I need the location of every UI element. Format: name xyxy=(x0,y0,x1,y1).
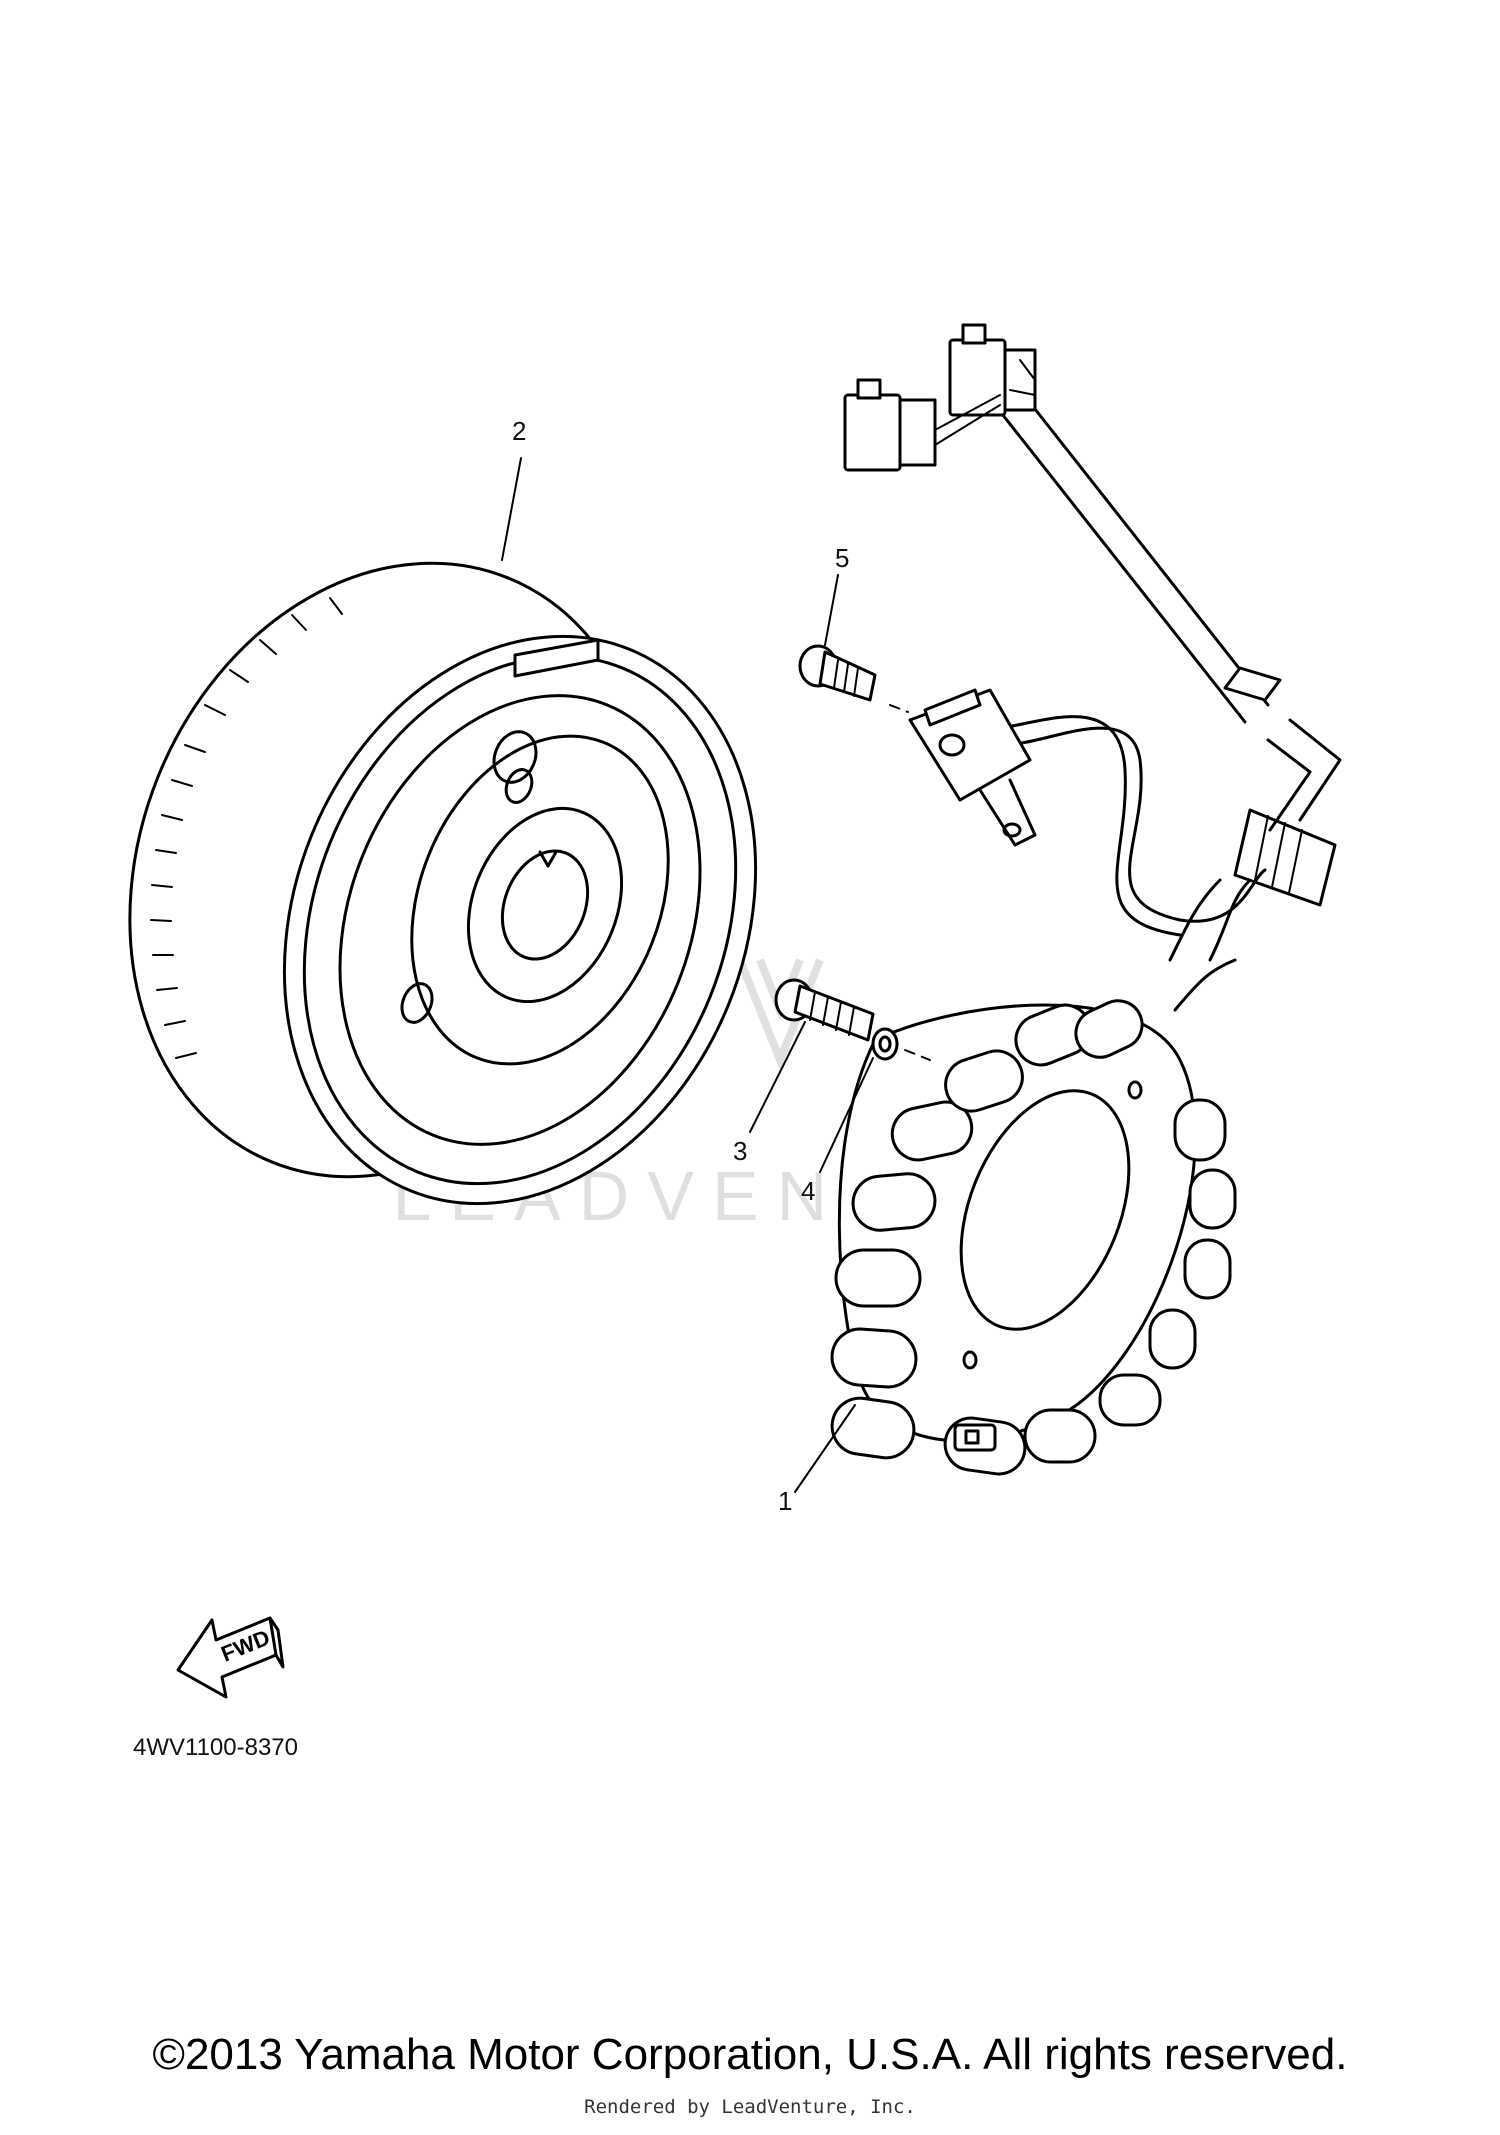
washer-part-4[interactable] xyxy=(871,1027,931,1061)
flywheel-rotor[interactable] xyxy=(40,484,838,1275)
copyright-notice: ©2013 Yamaha Motor Corporation, U.S.A. A… xyxy=(152,2030,1348,2079)
screw-part-5[interactable] xyxy=(798,644,909,713)
callout-4: 4 xyxy=(801,1176,816,1206)
callout-1: 1 xyxy=(778,1486,793,1516)
pickup-coil[interactable] xyxy=(908,688,1037,847)
callout-5: 5 xyxy=(835,543,850,573)
rendered-by-credit: Rendered by LeadVenture, Inc. xyxy=(584,2096,916,2118)
diagram-part-code: 4WV1100-8370 xyxy=(133,1734,298,1761)
wiring-harness xyxy=(843,323,1342,1012)
callout-3: 3 xyxy=(733,1136,748,1166)
stator-coil[interactable] xyxy=(829,993,1237,1477)
screw-part-3[interactable] xyxy=(774,978,875,1042)
forward-direction-arrow: FWD xyxy=(176,1616,285,1699)
callout-2: 2 xyxy=(512,416,527,446)
leader-lines xyxy=(501,457,874,1493)
